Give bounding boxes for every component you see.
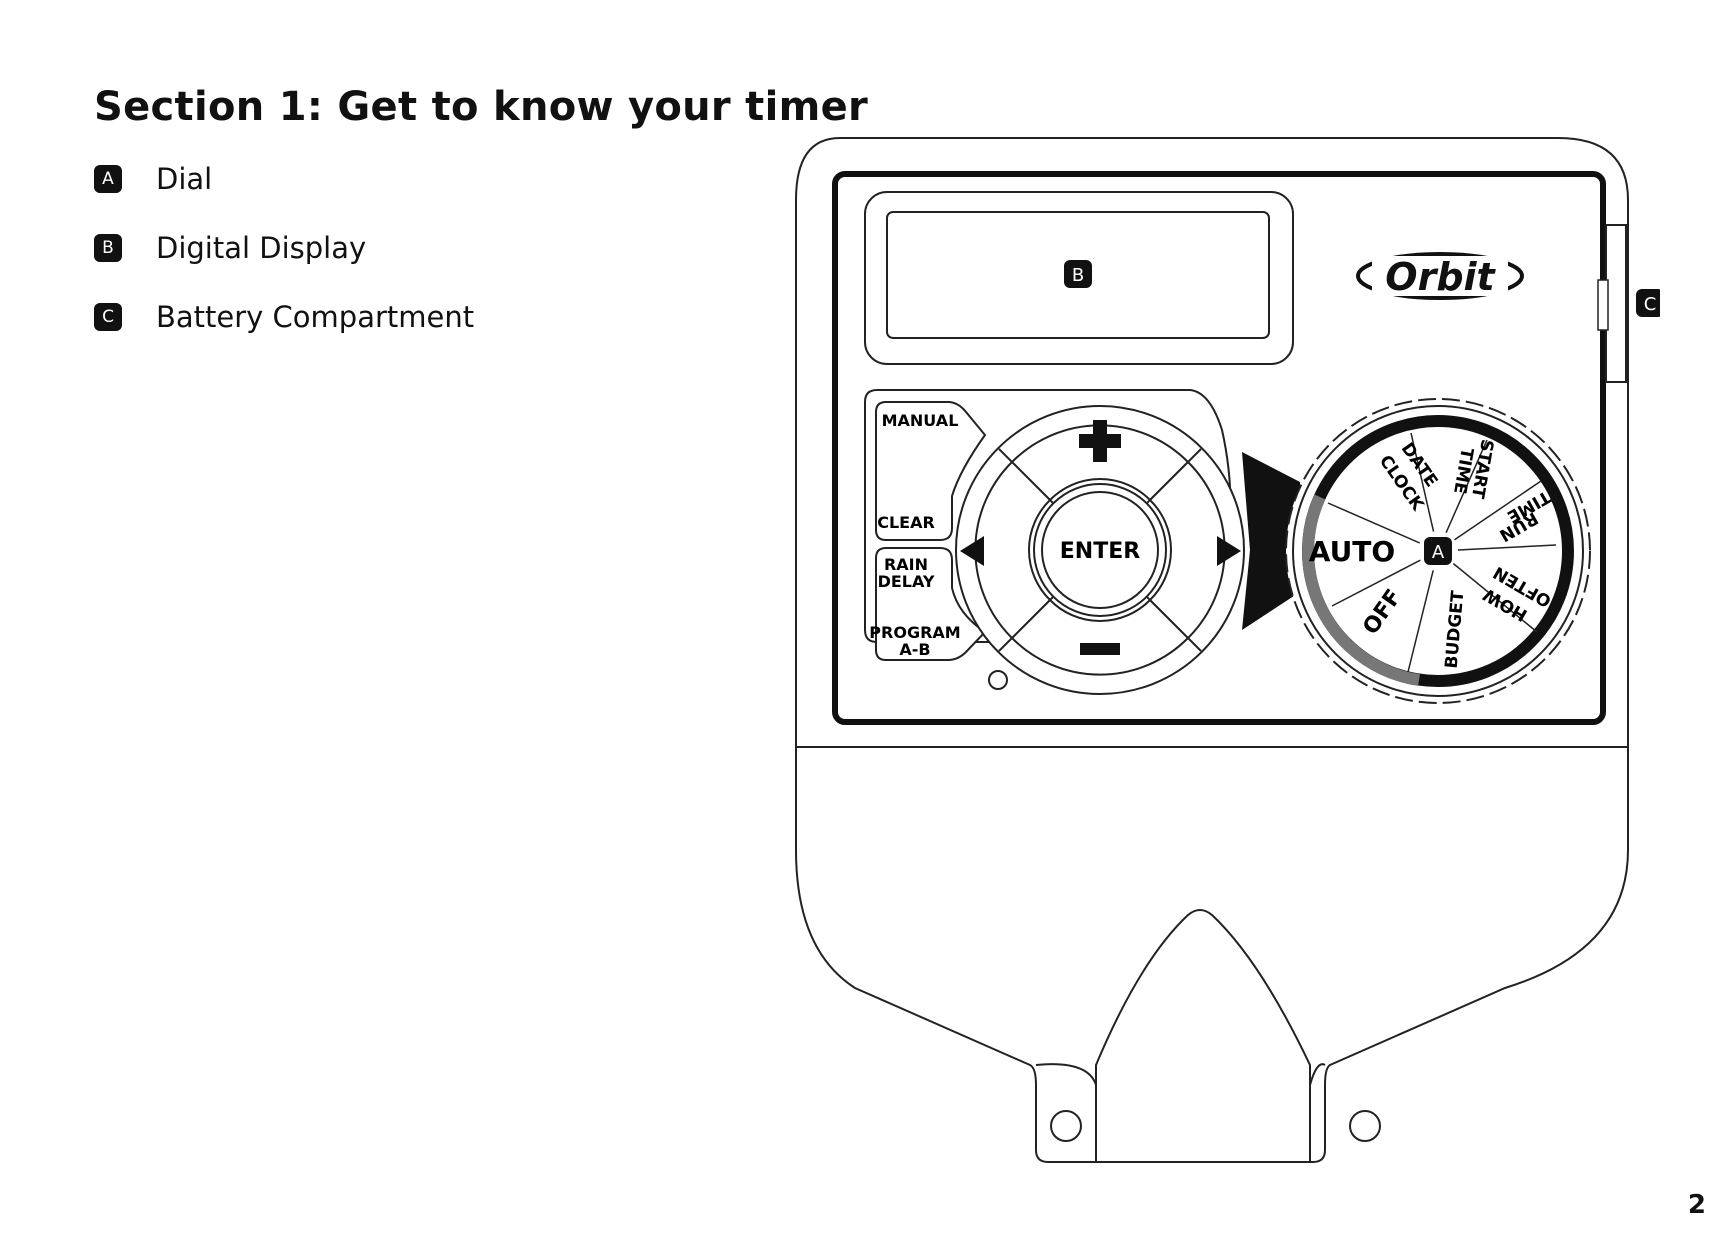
logo-swoosh [1356, 252, 1524, 300]
dial-grey-arc [1302, 494, 1420, 686]
timer-illustration: C B Orbit MANUAL CLEAR RAIN DELAY PROGRA… [795, 137, 1660, 1163]
enter-label: ENTER [1060, 539, 1140, 564]
dial-mount [1242, 452, 1300, 630]
hanger-right-notch [1309, 1063, 1326, 1086]
hanger-left-notch [1035, 1063, 1097, 1086]
callout-badge-a [1424, 537, 1452, 565]
rain-label: RAIN [884, 555, 928, 574]
manual-clear-button[interactable] [875, 401, 987, 541]
program-ab-label: A-B [899, 640, 930, 659]
enter-button[interactable] [1041, 491, 1159, 609]
battery-latch [1597, 279, 1609, 331]
legend-badge-a: A [94, 165, 122, 193]
manual-label: MANUAL [882, 411, 959, 430]
legend-label-display: Digital Display [156, 231, 367, 265]
right-arrow-icon [1217, 536, 1241, 566]
legend-label-dial: Dial [156, 162, 213, 196]
program-label: PROGRAM [869, 623, 960, 642]
battery-compartment [1605, 224, 1627, 383]
legend-list: A Dial B Digital Display C Battery Compa… [94, 162, 474, 369]
brand-logo: Orbit [1385, 255, 1496, 299]
plus-button[interactable] [1010, 424, 1190, 502]
mount-hole-left [1050, 1110, 1082, 1142]
rain-program-button[interactable] [875, 547, 987, 661]
clear-label: CLEAR [877, 513, 935, 532]
legend-badge-b: B [94, 234, 122, 262]
legend-badge-c: C [94, 303, 122, 331]
callout-c: C [1644, 294, 1657, 315]
dial-auto: AUTO [1309, 535, 1395, 568]
callout-b: B [1072, 265, 1084, 286]
hanger-arch [1095, 909, 1311, 1162]
logo-mask [1372, 256, 1508, 296]
page-number: 2 [1687, 1190, 1706, 1220]
minus-icon [1080, 643, 1120, 655]
right-button[interactable] [1148, 460, 1226, 640]
legend-item-battery: C Battery Compartment [94, 300, 474, 334]
callout-a: A [1432, 542, 1445, 563]
legend-label-battery: Battery Compartment [156, 300, 475, 334]
plus-icon [1079, 420, 1121, 462]
page-title: Section 1: Get to know your timer [94, 84, 869, 130]
legend-item-dial: A Dial [94, 162, 474, 196]
left-button[interactable] [974, 460, 1052, 640]
minus-button[interactable] [1010, 598, 1190, 676]
callout-badge-c [1636, 289, 1660, 317]
mount-hole-right [1349, 1110, 1381, 1142]
delay-label: DELAY [878, 572, 935, 591]
legend-item-display: B Digital Display [94, 231, 474, 265]
callout-badge-b [1064, 260, 1092, 288]
indicator-led [988, 670, 1008, 690]
left-arrow-icon [960, 536, 984, 566]
